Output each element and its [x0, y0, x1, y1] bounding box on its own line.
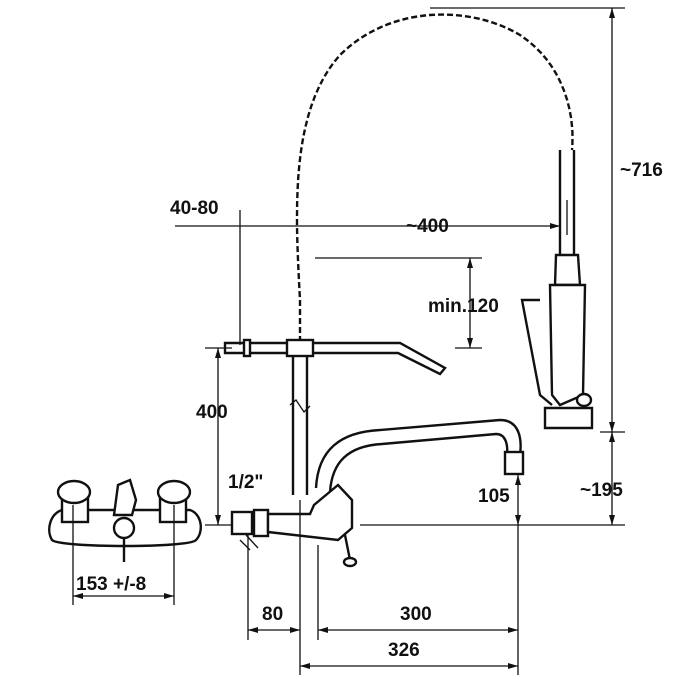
- label-centers: 153 +/-8: [76, 574, 146, 595]
- label-arm-height: 400: [196, 402, 228, 423]
- label-clamp-offset: 40-80: [170, 198, 219, 219]
- riser-pipe: [289, 345, 311, 495]
- swivel-spout: [314, 418, 525, 493]
- label-thread: 1/2": [228, 472, 263, 493]
- label-height-total: ~716: [620, 160, 663, 181]
- dimension-lines: [72, 7, 625, 675]
- label-min-clearance: min.120: [428, 296, 499, 317]
- dimension-labels: ~716 ~195 ~400 40-80 min.120 400 1/2" 10…: [76, 160, 663, 661]
- front-view-mixer: [48, 478, 202, 562]
- label-spout-height: 105: [478, 486, 510, 507]
- label-spout-reach: 300: [400, 604, 432, 625]
- pre-rinse-spray-head: [520, 253, 594, 430]
- hose-tube: [558, 150, 576, 255]
- mixer-body: [230, 483, 358, 568]
- label-wall-offset: 80: [262, 604, 283, 625]
- label-height-lower: ~195: [580, 480, 623, 501]
- label-reach-hose: ~400: [406, 216, 449, 237]
- wall-bracket: [223, 338, 447, 376]
- label-total-reach: 326: [388, 640, 420, 661]
- spring-hose: [295, 13, 574, 345]
